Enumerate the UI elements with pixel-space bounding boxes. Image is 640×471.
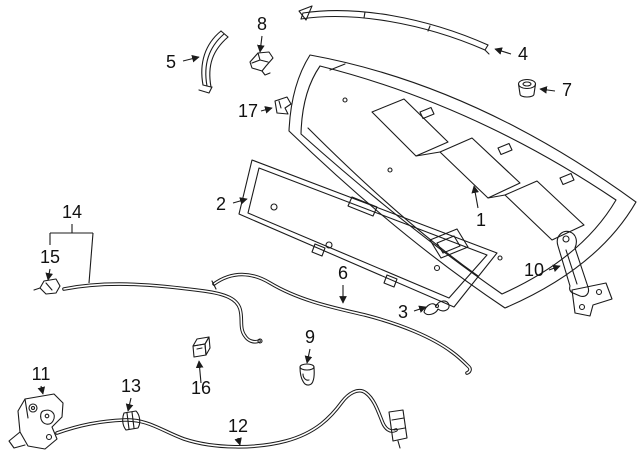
leader-line-5 (182, 54, 200, 63)
part-label-17: 17 (238, 101, 258, 121)
leader-line-2 (232, 197, 248, 205)
leader-line-15 (45, 268, 54, 281)
part-label-10: 10 (524, 260, 544, 280)
part-label-1: 1 (476, 210, 486, 230)
hood-latch-drawing (8, 393, 64, 450)
part-label-4: 4 (518, 44, 528, 64)
corner-bracket-drawing (198, 30, 229, 94)
leader-line-16 (195, 360, 204, 384)
part-label-11: 11 (32, 364, 51, 384)
wing-plug-drawing (423, 300, 450, 316)
release-cable-drawing (55, 388, 408, 449)
grommet-9-drawing (299, 363, 315, 386)
part-label-8: 8 (257, 14, 267, 34)
leader-line-1 (471, 185, 480, 209)
leader-line-13 (125, 397, 134, 412)
part-label-16: 16 (191, 378, 211, 398)
leader-line-9 (304, 348, 313, 364)
part-label-3: 3 (398, 302, 408, 322)
insulator-pad-drawing (238, 159, 498, 308)
hood-hinge-drawing (556, 230, 613, 317)
bumper-grommet-drawing (517, 78, 537, 98)
part-label-6: 6 (338, 263, 348, 283)
leader-line-17 (260, 106, 273, 114)
rear-seal-strip-drawing (298, 5, 490, 55)
part-label-5: 5 (166, 52, 176, 72)
leader-line-12 (234, 437, 242, 446)
leader-line-7 (539, 86, 556, 94)
hood-panel-drawing (288, 54, 637, 309)
part-label-15: 15 (40, 247, 60, 267)
leader-line-14 (88, 232, 94, 284)
part-label-2: 2 (216, 194, 226, 214)
cable-grommet-drawing (122, 410, 141, 431)
part-label-12: 12 (228, 416, 248, 436)
part-label-9: 9 (305, 327, 315, 347)
leader-line-10 (548, 264, 561, 272)
clip-17-drawing (274, 96, 292, 115)
leader-line-3 (413, 305, 427, 313)
clip-16-drawing (192, 336, 211, 358)
part-label-7: 7 (562, 80, 572, 100)
prop-rod-drawing (33, 278, 263, 344)
leader-line-11 (37, 385, 46, 395)
clip-8-drawing (249, 51, 274, 76)
part-label-13: 13 (121, 376, 141, 396)
leader-line-8 (257, 35, 265, 53)
leader-line-4 (494, 47, 512, 55)
part-label-14: 14 (62, 202, 82, 222)
front-seal-drawing (211, 272, 472, 375)
